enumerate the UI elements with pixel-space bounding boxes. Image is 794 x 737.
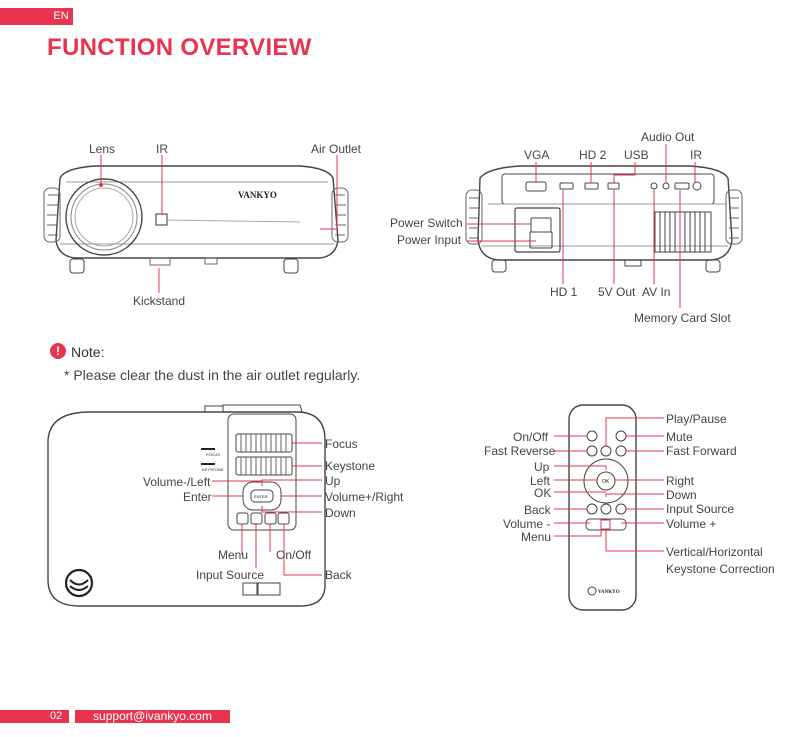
label-power-input: Power Input [397,233,462,247]
focus-small-text: FOCUS [206,452,220,457]
label-hd2: HD 2 [579,148,607,162]
remote-label-fast-forward: Fast Forward [666,444,737,458]
note-title: Note: [71,344,105,360]
label-input-source: Input Source [196,568,265,582]
language-badge: EN [49,8,73,25]
remote-label-volume-plus: Volume + [666,517,717,531]
label-hd1: HD 1 [550,285,578,299]
remote-label-ok: OK [534,486,552,500]
top-panel-illustration [47,404,326,607]
label-memory-card-slot: Memory Card Slot [634,311,731,325]
label-focus: Focus [325,437,358,451]
header-accent-bar [0,8,49,25]
label-menu: Menu [218,548,249,562]
label-air-outlet: Air Outlet [311,142,362,156]
page-number: 02 [50,710,63,722]
keystone-small-text: KEYSTONE [202,467,224,472]
label-back: Back [325,568,352,582]
label-enter: Enter [183,490,212,504]
support-email: support@ivankyo.com [75,710,230,723]
enter-small-text: ENTER [254,494,268,499]
remote-brand-text: VANKYO [598,590,620,595]
label-ir-front: IR [156,142,168,156]
label-volume-minus-left: Volume-/Left [143,475,211,489]
warning-icon: ! [50,343,66,359]
remote-label-mute: Mute [666,430,693,444]
label-down: Down [325,506,356,520]
remote-label-keystone-2: Keystone Correction [666,562,775,576]
label-5v-out: 5V Out [598,285,636,299]
label-av-in: AV In [642,285,671,299]
remote-label-back: Back [524,503,551,517]
remote-label-play-pause: Play/Pause [666,412,727,426]
label-power-switch: Power Switch [390,216,463,230]
label-up: Up [325,474,341,488]
remote-label-fast-reverse: Fast Reverse [484,444,556,458]
remote-label-menu: Menu [521,530,552,544]
remote-label-on-off: On/Off [513,430,549,444]
remote-label-down: Down [666,488,697,502]
remote-label-left: Left [530,474,551,488]
label-keystone: Keystone [325,459,376,473]
label-volume-plus-right: Volume+/Right [325,490,404,504]
label-vga: VGA [524,148,550,162]
remote-label-keystone-1: Vertical/Horizontal [666,545,763,559]
front-projector-illustration [43,165,349,274]
front-brand-text: VANKYO [238,190,277,200]
label-lens: Lens [89,142,116,156]
remote-ok-text: OK [602,479,610,485]
page-title: FUNCTION OVERVIEW [47,34,312,61]
remote-label-up: Up [534,460,550,474]
label-usb: USB [624,148,649,162]
back-projector-illustration [465,165,743,273]
remote-label-input-source: Input Source [666,502,735,516]
note-text: * Please clear the dust in the air outle… [64,367,361,383]
remote-label-right: Right [666,474,695,488]
label-ir-back: IR [690,148,702,162]
label-kickstand: Kickstand [133,294,186,308]
footer-accent-bar [0,710,69,723]
remote-label-volume-minus: Volume - [503,517,551,531]
label-on-off: On/Off [276,548,312,562]
label-audio-out: Audio Out [641,130,695,144]
